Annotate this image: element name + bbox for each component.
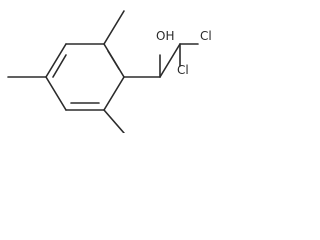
ring-double-bond xyxy=(107,50,120,70)
ring-bond xyxy=(103,76,125,111)
c-c-bond xyxy=(159,43,181,78)
hydroxyl-label: OH xyxy=(156,29,174,43)
ring-double-bond xyxy=(52,54,67,78)
benzene-ring xyxy=(45,43,125,111)
methyl-bond-top xyxy=(103,10,125,45)
ring-bond xyxy=(45,76,67,111)
chlorine-upper-label: Cl xyxy=(200,29,212,43)
chlorine-lower-label: Cl xyxy=(177,63,189,77)
chemical-structure-diagram: OH Cl Cl xyxy=(7,10,212,133)
methyl-bond-bottom xyxy=(103,109,125,133)
ring-bond xyxy=(45,43,67,78)
